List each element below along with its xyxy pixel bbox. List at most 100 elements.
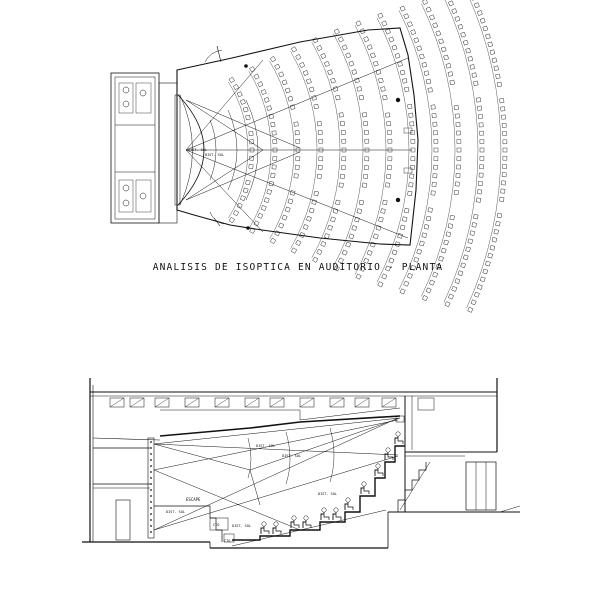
seat — [485, 34, 490, 39]
seat — [483, 26, 488, 31]
room-label: CTO — [224, 539, 230, 543]
seat — [472, 73, 477, 78]
seat — [503, 131, 507, 135]
seat — [446, 63, 451, 68]
seat — [346, 53, 351, 58]
seat — [342, 250, 347, 255]
seat-profile — [348, 502, 353, 510]
seat — [441, 248, 446, 253]
spectator-head — [262, 522, 266, 526]
seat — [433, 122, 437, 126]
seat — [488, 253, 493, 258]
seat — [314, 104, 319, 109]
seat — [306, 79, 311, 84]
seat — [428, 208, 433, 213]
seat — [454, 105, 458, 109]
seat — [349, 234, 354, 239]
seat — [245, 180, 250, 185]
plan-text: DIST. SOL DIST. SOL — [188, 148, 224, 157]
seat — [271, 173, 276, 178]
seat — [395, 53, 400, 58]
seat — [503, 148, 507, 152]
seat — [426, 288, 431, 293]
seat — [480, 277, 485, 282]
seat — [461, 32, 466, 37]
spectator-head — [386, 448, 390, 452]
seat-profile — [364, 486, 369, 494]
seat — [267, 106, 272, 111]
seat — [503, 164, 507, 168]
seat — [477, 284, 482, 289]
seat — [479, 123, 483, 127]
room-label: CTO — [213, 523, 219, 527]
auditorium-section — [82, 378, 520, 548]
seat — [272, 131, 276, 135]
seat — [249, 131, 253, 135]
seat — [392, 250, 397, 255]
ceiling-line — [160, 416, 400, 436]
seat — [272, 165, 276, 169]
section-seats — [261, 432, 403, 534]
seat — [387, 165, 391, 169]
seat — [299, 62, 304, 67]
seat — [271, 122, 276, 127]
seat — [258, 82, 263, 87]
seat — [407, 273, 412, 278]
seat — [319, 157, 323, 161]
seat — [404, 208, 409, 213]
seat — [313, 38, 318, 43]
seat — [456, 122, 460, 126]
seat — [431, 191, 436, 196]
restroom-lower — [119, 180, 151, 212]
seat — [324, 61, 329, 66]
seat — [434, 157, 438, 161]
seat — [476, 98, 481, 103]
seat — [233, 210, 238, 215]
seat — [400, 225, 405, 230]
seat — [385, 113, 389, 117]
seat — [270, 56, 275, 61]
seat — [404, 87, 409, 92]
seat — [341, 130, 345, 134]
seat — [470, 64, 475, 69]
seat — [455, 16, 460, 21]
seat — [502, 123, 506, 127]
seat — [456, 173, 460, 177]
seat — [448, 224, 453, 229]
seat — [382, 21, 387, 26]
seat — [480, 131, 484, 135]
seat — [362, 113, 367, 118]
seat — [237, 92, 242, 97]
seat — [463, 40, 468, 45]
seat — [409, 113, 413, 117]
seat — [279, 223, 284, 228]
seat — [444, 240, 449, 245]
spectator-head — [396, 432, 400, 436]
seat — [422, 62, 427, 67]
spectator-head — [334, 508, 338, 512]
seat — [290, 105, 295, 110]
seat — [473, 81, 478, 86]
seat — [479, 173, 483, 177]
seat — [378, 282, 383, 287]
seat — [296, 157, 300, 161]
seat — [455, 114, 459, 118]
seat — [364, 165, 368, 169]
restroom-upper — [119, 83, 151, 113]
seat — [359, 200, 364, 205]
seat — [338, 37, 343, 42]
seat — [433, 23, 438, 28]
seat — [258, 213, 263, 218]
seat — [497, 213, 502, 218]
seat — [445, 302, 450, 307]
seat — [288, 199, 293, 204]
seat — [410, 165, 414, 169]
seat — [424, 71, 429, 76]
seat — [340, 174, 344, 178]
seat — [500, 197, 504, 201]
seat — [480, 165, 484, 169]
seat — [385, 183, 389, 187]
seat — [463, 255, 468, 260]
seat — [340, 121, 344, 125]
seat — [436, 31, 441, 36]
